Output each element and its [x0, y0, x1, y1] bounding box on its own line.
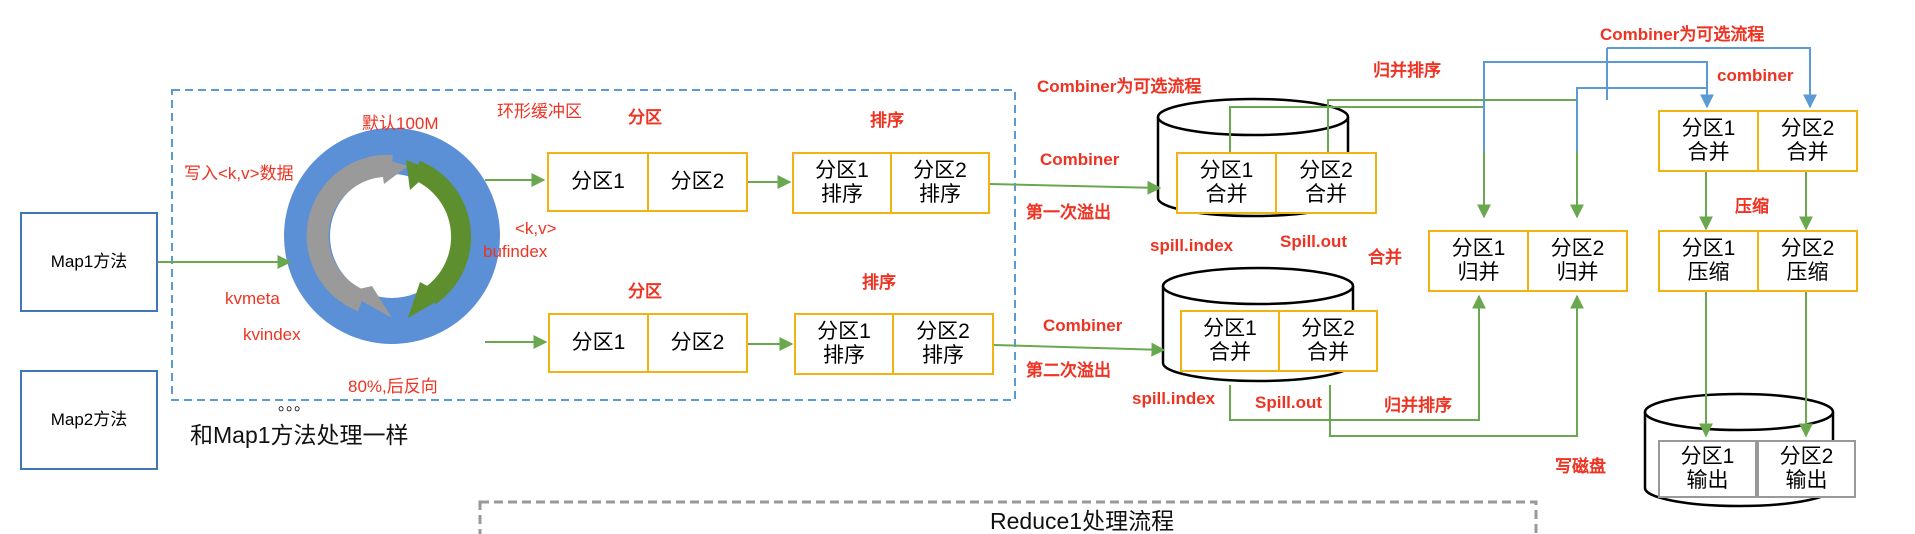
dots-label: 。。。 [278, 397, 311, 414]
combiner-lower-label: combiner [1717, 66, 1794, 85]
partition1-output-cell: 分区1 输出 [1658, 440, 1757, 498]
partition2-combine-cell: 分区2 合并 [1757, 110, 1858, 172]
ring-gray-arrow [306, 154, 393, 312]
reduce-title: Reduce1处理流程 [990, 508, 1175, 534]
partition2-merge-cell-spill1: 分区2 合并 [1275, 152, 1377, 214]
merge-sort-label-lower: 归并排序 [1384, 396, 1452, 415]
ring-green-arrow [411, 160, 472, 305]
partition1-combine-cell: 分区1 合并 [1658, 110, 1759, 172]
bufindex-label: bufindex [483, 242, 548, 261]
sort-label-lower: 排序 [862, 273, 896, 292]
partition1-cell-lower: 分区1 [548, 313, 649, 373]
green-arrows [156, 99, 1813, 438]
combiner-label-upper: Combiner [1040, 150, 1120, 169]
spill-first-label: 第一次溢出 [1026, 203, 1111, 222]
spill-out-label-lower: Spill.out [1255, 393, 1323, 412]
threshold-label: 80%,后反向 [348, 377, 438, 396]
spill-second-label: 第二次溢出 [1026, 361, 1111, 380]
partition2-sort-cell-upper: 分区2 排序 [890, 152, 990, 214]
partition2-mergesort-cell: 分区2 归并 [1527, 230, 1628, 292]
kv-label: <k,v> [515, 219, 557, 238]
partition-label-lower: 分区 [628, 282, 662, 301]
sort-label-upper: 排序 [870, 111, 904, 130]
partition1-mergesort-cell: 分区1 归并 [1428, 230, 1529, 292]
map2-note: 和Map1方法处理一样 [190, 422, 409, 448]
combiner-optional-label-upper: Combiner为可选流程 [1037, 77, 1202, 96]
spill-index-label-lower: spill.index [1132, 389, 1216, 408]
default-size-label: 默认100M [362, 114, 439, 133]
map1-box: Map1方法 [20, 212, 158, 312]
partition2-cell-lower: 分区2 [647, 313, 748, 373]
merge-label: 合并 [1368, 248, 1402, 267]
map2-box: Map2方法 [20, 370, 158, 470]
kvindex-label: kvindex [243, 325, 301, 344]
reduce-region [478, 500, 1538, 534]
map1-label: Map1方法 [50, 252, 128, 272]
partition1-sort-cell-lower: 分区1 排序 [794, 313, 894, 375]
ring-buffer-graphic [284, 128, 500, 344]
map2-label: Map2方法 [50, 410, 128, 430]
merge-sort-label-upper: 归并排序 [1373, 61, 1441, 80]
partition1-sort-cell-upper: 分区1 排序 [792, 152, 892, 214]
partition2-merge-cell-spill2: 分区2 合并 [1278, 310, 1378, 372]
spill-out-label-upper: Spill.out [1280, 232, 1348, 251]
partition1-merge-cell-spill2: 分区1 合并 [1180, 310, 1280, 372]
partition1-merge-cell-spill1: 分区1 合并 [1176, 152, 1277, 214]
kvmeta-label: kvmeta [225, 289, 280, 308]
partition1-cell-upper: 分区1 [547, 152, 649, 212]
spill-index-label-upper: spill.index [1150, 236, 1234, 255]
compress-label: 压缩 [1735, 197, 1769, 216]
write-disk-label: 写磁盘 [1555, 457, 1606, 476]
map-task-region [171, 89, 1016, 401]
write-kv-label: 写入<k,v>数据 [184, 164, 294, 183]
partition2-cell-upper: 分区2 [647, 152, 748, 212]
partition2-sort-cell-lower: 分区2 排序 [892, 313, 994, 375]
blue-arrows [1483, 47, 1817, 152]
partition1-compress-cell: 分区1 压缩 [1658, 230, 1759, 292]
combiner-label-lower: Combiner [1043, 316, 1123, 335]
ring-buffer-title: 环形缓冲区 [497, 102, 582, 121]
partition2-output-cell: 分区2 输出 [1757, 440, 1856, 498]
mapreduce-shuffle-diagram: Map1方法 Map2方法 分区1 分区2 分区1 排序 分区2 排序 分区1 … [20, 25, 1858, 534]
partition2-compress-cell: 分区2 压缩 [1757, 230, 1858, 292]
combiner-optional-label-right: Combiner为可选流程 [1600, 25, 1765, 44]
partition-label-upper: 分区 [628, 108, 662, 127]
